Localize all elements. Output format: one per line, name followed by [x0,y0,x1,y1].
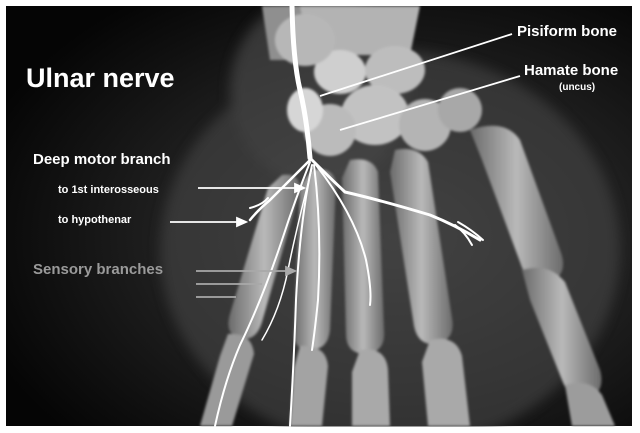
pisiform-bone-label: Pisiform bone [517,24,617,39]
interosseous-label: to 1st interosseous [58,185,159,196]
middle-phalanx [352,349,390,426]
hypothenar-label: to hypothenar [58,215,131,226]
triquetrum-bone-shape [275,14,335,66]
hamate-bone-label: Hamate bone [524,63,618,78]
sensory-branches-label: Sensory branches [33,262,163,277]
deep-motor-branch-label: Deep motor branch [33,152,171,167]
middle-metacarpal [342,159,384,354]
hamate-uncus-label: (uncus) [559,83,595,93]
ulnar-nerve-title: Ulnar nerve [26,65,175,92]
